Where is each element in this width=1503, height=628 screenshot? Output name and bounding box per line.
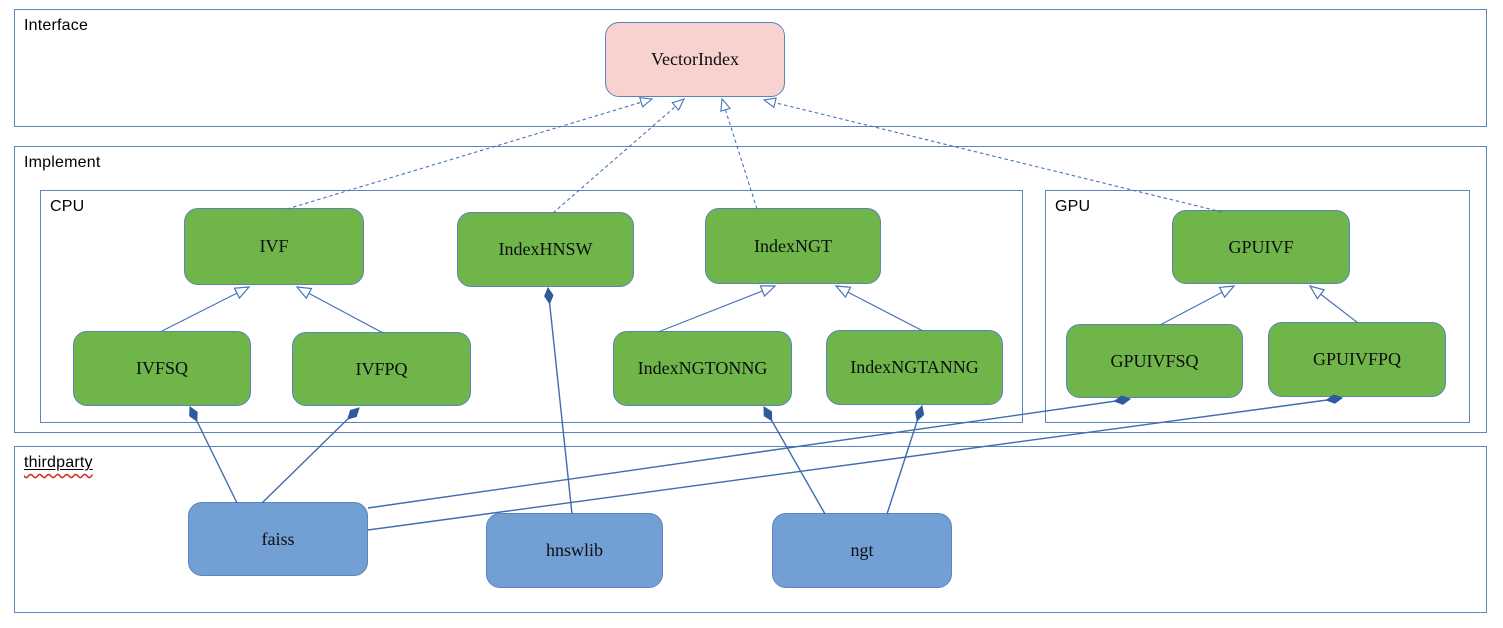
container-thirdparty-label: thirdparty <box>24 454 93 472</box>
node-indexngtanng[interactable]: IndexNGTANNG <box>826 330 1003 405</box>
node-ivf[interactable]: IVF <box>184 208 364 285</box>
node-hnswlib[interactable]: hnswlib <box>486 513 663 588</box>
node-ivfsq[interactable]: IVFSQ <box>73 331 251 406</box>
node-gpuivfpq[interactable]: GPUIVFPQ <box>1268 322 1446 397</box>
node-faiss[interactable]: faiss <box>188 502 368 576</box>
node-indexngtonng[interactable]: IndexNGTONNG <box>613 331 792 406</box>
node-ivfpq[interactable]: IVFPQ <box>292 332 471 406</box>
node-gpuivf[interactable]: GPUIVF <box>1172 210 1350 284</box>
node-indexhnsw[interactable]: IndexHNSW <box>457 212 634 287</box>
container-cpu-label: CPU <box>50 198 85 215</box>
container-implement-label: Implement <box>24 154 101 171</box>
node-ngt[interactable]: ngt <box>772 513 952 588</box>
container-gpu-label: GPU <box>1055 198 1091 215</box>
node-indexngt[interactable]: IndexNGT <box>705 208 881 284</box>
container-interface-label: Interface <box>24 17 89 34</box>
spellcheck-squiggle: thirdparty <box>24 454 93 471</box>
node-vectorindex[interactable]: VectorIndex <box>605 22 785 97</box>
node-gpuivfsq[interactable]: GPUIVFSQ <box>1066 324 1243 398</box>
